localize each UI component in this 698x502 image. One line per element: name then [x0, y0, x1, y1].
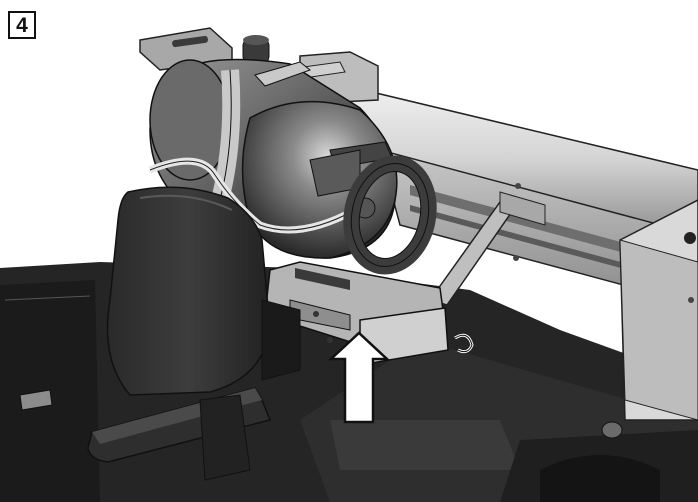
mounting-tray	[264, 261, 474, 366]
valve-ring	[343, 155, 437, 275]
side-housing	[619, 199, 698, 421]
step-number-badge: 4	[8, 11, 36, 39]
armrest	[87, 387, 272, 481]
seat-back	[106, 186, 301, 396]
arrow-up-icon	[327, 331, 391, 424]
mounting-rail	[378, 148, 698, 306]
